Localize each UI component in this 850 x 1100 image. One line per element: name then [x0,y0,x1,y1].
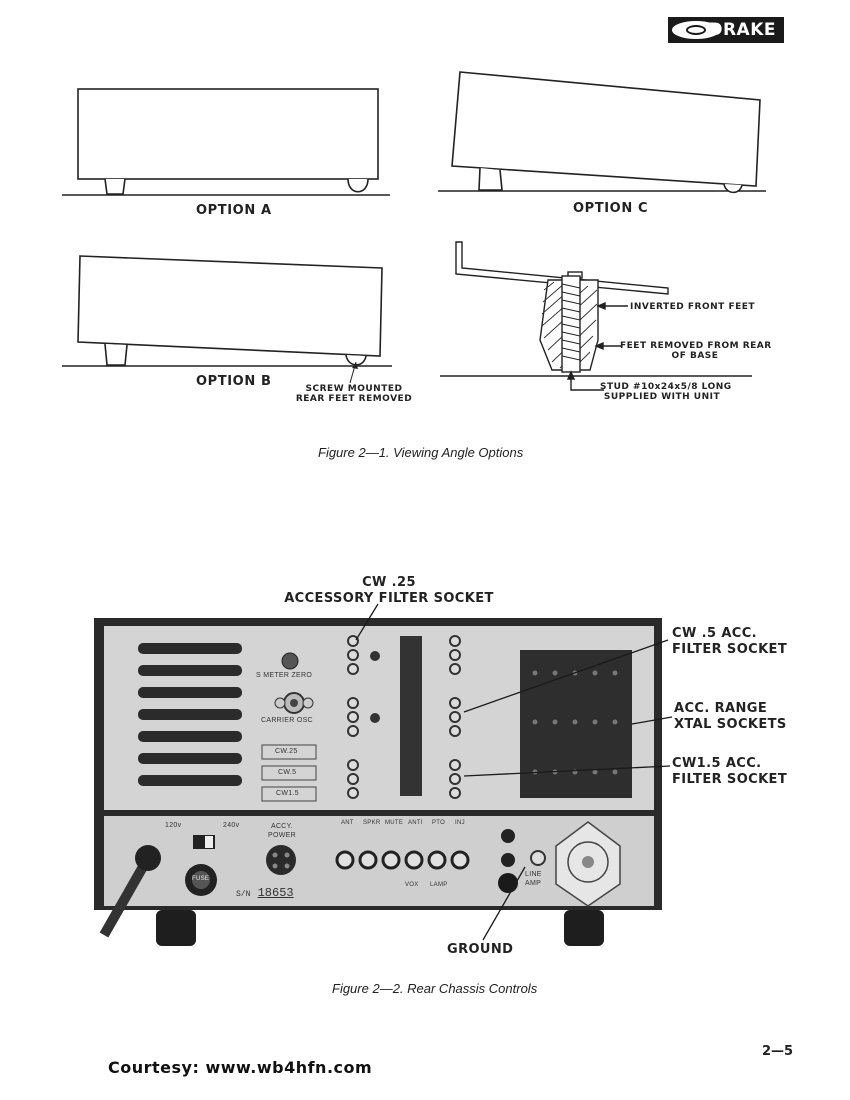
option-a-drawing [62,88,390,196]
vent-slots [138,643,242,786]
courtesy-text: Courtesy: www.wb4hfn.com [108,1058,373,1077]
serial-number: S/N 18653 [236,886,294,900]
cw15-callout: CW1.5 ACC. FILTER SOCKET [672,756,788,787]
inverted-feet-drawing [440,241,752,391]
cw25-callout: CW .25 ACCESSORY FILTER SOCKET [284,575,494,606]
vox-label: VOX [405,882,419,888]
accy-power-label: ACCY. POWER [268,823,296,839]
option-b-label: OPTION B [196,374,272,389]
rca-jacks [335,850,470,870]
drake-logo: DRAKE [668,17,784,43]
cw25-panel-label: CW.25 [275,748,298,755]
lamp-label: LAMP [430,882,448,888]
cw15-panel-label: CW1.5 [276,790,299,797]
ground-callout: GROUND [447,942,514,957]
cw5-callout: CW .5 ACC. FILTER SOCKET [672,626,788,657]
feet-removed-label: FEET REMOVED FROM REAR OF BASE [620,341,772,361]
option-b-drawing [62,255,392,367]
cw5-panel-label: CW.5 [278,769,297,776]
option-c-drawing [438,71,766,194]
240v-label: 240v [223,822,240,829]
filter-sockets-left [347,635,359,799]
xtal-sockets-callout: ACC. RANGE XTAL SOCKETS [674,701,787,732]
inverted-front-feet-label: INVERTED FRONT FEET [630,302,756,312]
line-amp-label: LINE AMP [525,871,542,887]
brand-name: DRAKE [708,20,776,40]
option-c-label: OPTION C [573,201,649,216]
stud-note-label: STUD #10x24x5/8 LONG SUPPLIED WITH UNIT [600,382,732,402]
filter-sockets-right [449,635,461,799]
s-meter-zero-label: S METER ZERO [256,672,313,679]
page-number: 2—5 [762,1044,794,1059]
drake-emblem-icon [672,21,720,39]
120v-label: 120v [165,822,182,829]
xtal-socket-holes [532,670,618,775]
carrier-osc-label: CARRIER OSC [261,717,313,724]
figure-2-2-caption: Figure 2—2. Rear Chassis Controls [332,981,538,996]
option-a-label: OPTION A [196,203,272,218]
fuse-label: FUSE [192,876,210,882]
screw-mounted-note: SCREW MOUNTED REAR FEET REMOVED [295,384,413,404]
figure-2-1-caption: Figure 2—1. Viewing Angle Options [318,445,524,460]
